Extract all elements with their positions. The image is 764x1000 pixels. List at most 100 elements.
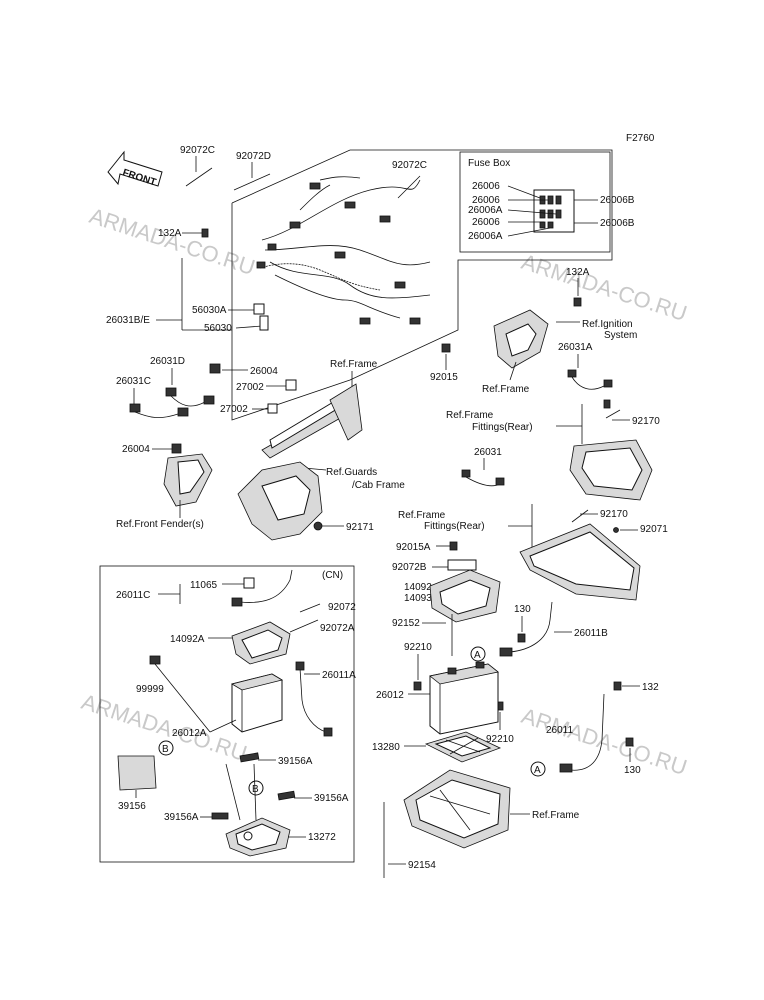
label-26031BE: 26031B/E [106, 315, 150, 326]
label-92154: 92154 [408, 860, 436, 871]
part-92072C-b [397, 175, 421, 199]
label-92170-b: 92170 [600, 509, 628, 520]
rear-fittings-panel-1-icon [569, 439, 653, 501]
battery-cover-14092A-icon [231, 621, 291, 665]
label-sheet-39156-icon [117, 755, 157, 791]
connector-26031A [567, 369, 613, 390]
fuse-box-title: Fuse Box [468, 158, 510, 169]
label-ref-frame-1: Ref.Frame [330, 359, 378, 370]
label-92210-b: 92210 [486, 734, 514, 745]
main-wire-harness [256, 176, 431, 325]
callout-a-1: A [470, 646, 486, 662]
label-fittings-rear-2: Fittings(Rear) [424, 521, 485, 532]
label-92152: 92152 [392, 618, 420, 629]
label-92072C-a: 92072C [180, 145, 215, 156]
label-ref-frame-2: Ref.Frame [482, 384, 530, 395]
label-26012A: 26012A [172, 728, 207, 739]
label-27002-a: 27002 [236, 382, 264, 393]
fuse-label-6: 26006B [600, 195, 635, 206]
label-26004-a: 26004 [250, 366, 278, 377]
label-130-a: 130 [514, 604, 531, 615]
label-26004-b: 26004 [122, 444, 150, 455]
callout-a-2: A [530, 761, 546, 777]
label-14092: 14092 [404, 582, 432, 593]
cable-26011A [299, 667, 327, 733]
connector-26031 [461, 469, 505, 487]
label-cab-frame: /Cab Frame [352, 480, 405, 491]
label-92015A: 92015A [396, 542, 431, 553]
cn-variant-box [99, 565, 355, 863]
battery-tray-frame-icon [403, 769, 511, 849]
ignition-bracket-icon [493, 309, 549, 369]
label-26011B: 26011B [574, 628, 608, 639]
part-92072D [233, 173, 271, 191]
label-11065: 11065 [190, 580, 218, 591]
battery-26012A-icon [230, 673, 284, 733]
cable-26011C [239, 569, 293, 603]
label-26011: 26011 [546, 725, 574, 736]
front-arrow-icon: FRONT [107, 150, 163, 188]
label-56030A: 56030A [192, 305, 227, 316]
label-39156A-c: 39156A [164, 812, 199, 823]
battery-pad-13280-icon [424, 731, 502, 763]
label-132: 132 [642, 682, 659, 693]
label-ref-front-fender: Ref.Front Fender(s) [116, 519, 204, 530]
front-fender-bracket-icon [163, 453, 213, 507]
label-26011C: 26011C [116, 590, 150, 601]
label-26012: 26012 [376, 690, 404, 701]
callout-b-2: B [248, 780, 264, 796]
label-39156A-a: 39156A [278, 756, 313, 767]
label-26031C: 26031C [116, 376, 151, 387]
label-92072B: 92072B [392, 562, 427, 573]
label-39156A-b: 39156A [314, 793, 349, 804]
watermark-2: ARMADA-CO.RU [518, 249, 690, 326]
fuse-label-2: 26006 [472, 195, 500, 206]
label-92170-a: 92170 [632, 416, 660, 427]
fuse-label-5: 26006A [468, 231, 503, 242]
label-92072D: 92072D [236, 151, 271, 162]
label-26031D: 26031D [150, 356, 185, 367]
label-92072C-b: 92072C [392, 160, 427, 171]
label-26031: 26031 [474, 447, 502, 458]
label-27002-b: 27002 [220, 404, 248, 415]
label-56030: 56030 [204, 323, 232, 334]
cable-26011 [569, 693, 605, 771]
callout-b-1: B [158, 740, 174, 756]
label-39156: 39156 [118, 801, 146, 812]
cab-guard-panel-icon [237, 461, 323, 541]
frame-rail-icon [261, 383, 363, 459]
part-92072C-a [185, 167, 213, 187]
battery-tray-13272-icon [225, 817, 291, 857]
fuse-label-4: 26006 [472, 217, 500, 228]
label-13280: 13280 [372, 742, 400, 753]
label-92071: 92071 [640, 524, 668, 535]
fuse-label-3: 26006A [468, 205, 503, 216]
cable-26011B [509, 601, 553, 653]
cn-box-title: (CN) [322, 570, 343, 581]
label-92015: 92015 [430, 372, 458, 383]
fuse-label-7: 26006B [600, 218, 635, 229]
callout-b-2-label: B [252, 784, 259, 795]
diagram-code: F2760 [626, 133, 655, 144]
label-ref-guards: Ref.Guards [326, 467, 377, 478]
fuse-block-icon [533, 189, 575, 233]
fuse-box-frame [459, 151, 611, 253]
fuse-label-1: 26006 [472, 181, 500, 192]
label-92171: 92171 [346, 522, 374, 533]
label-ref-frame-3: Ref.Frame [446, 410, 494, 421]
label-14092A: 14092A [170, 634, 205, 645]
label-ref-frame-4: Ref.Frame [398, 510, 446, 521]
label-132A-a: 132A [158, 228, 182, 239]
connector-26031D [165, 387, 215, 407]
label-system: System [604, 330, 637, 341]
rear-fittings-panel-2-icon [519, 523, 641, 601]
callout-a-2-label: A [534, 765, 541, 776]
label-92072A: 92072A [320, 623, 355, 634]
label-13272: 13272 [308, 832, 336, 843]
label-ref-ignition: Ref.Ignition [582, 319, 633, 330]
label-92210-a: 92210 [404, 642, 432, 653]
label-26011A: 26011A [322, 670, 356, 681]
label-26031A: 26031A [558, 342, 593, 353]
label-14093: 14093 [404, 593, 432, 604]
label-99999: 99999 [136, 684, 164, 695]
